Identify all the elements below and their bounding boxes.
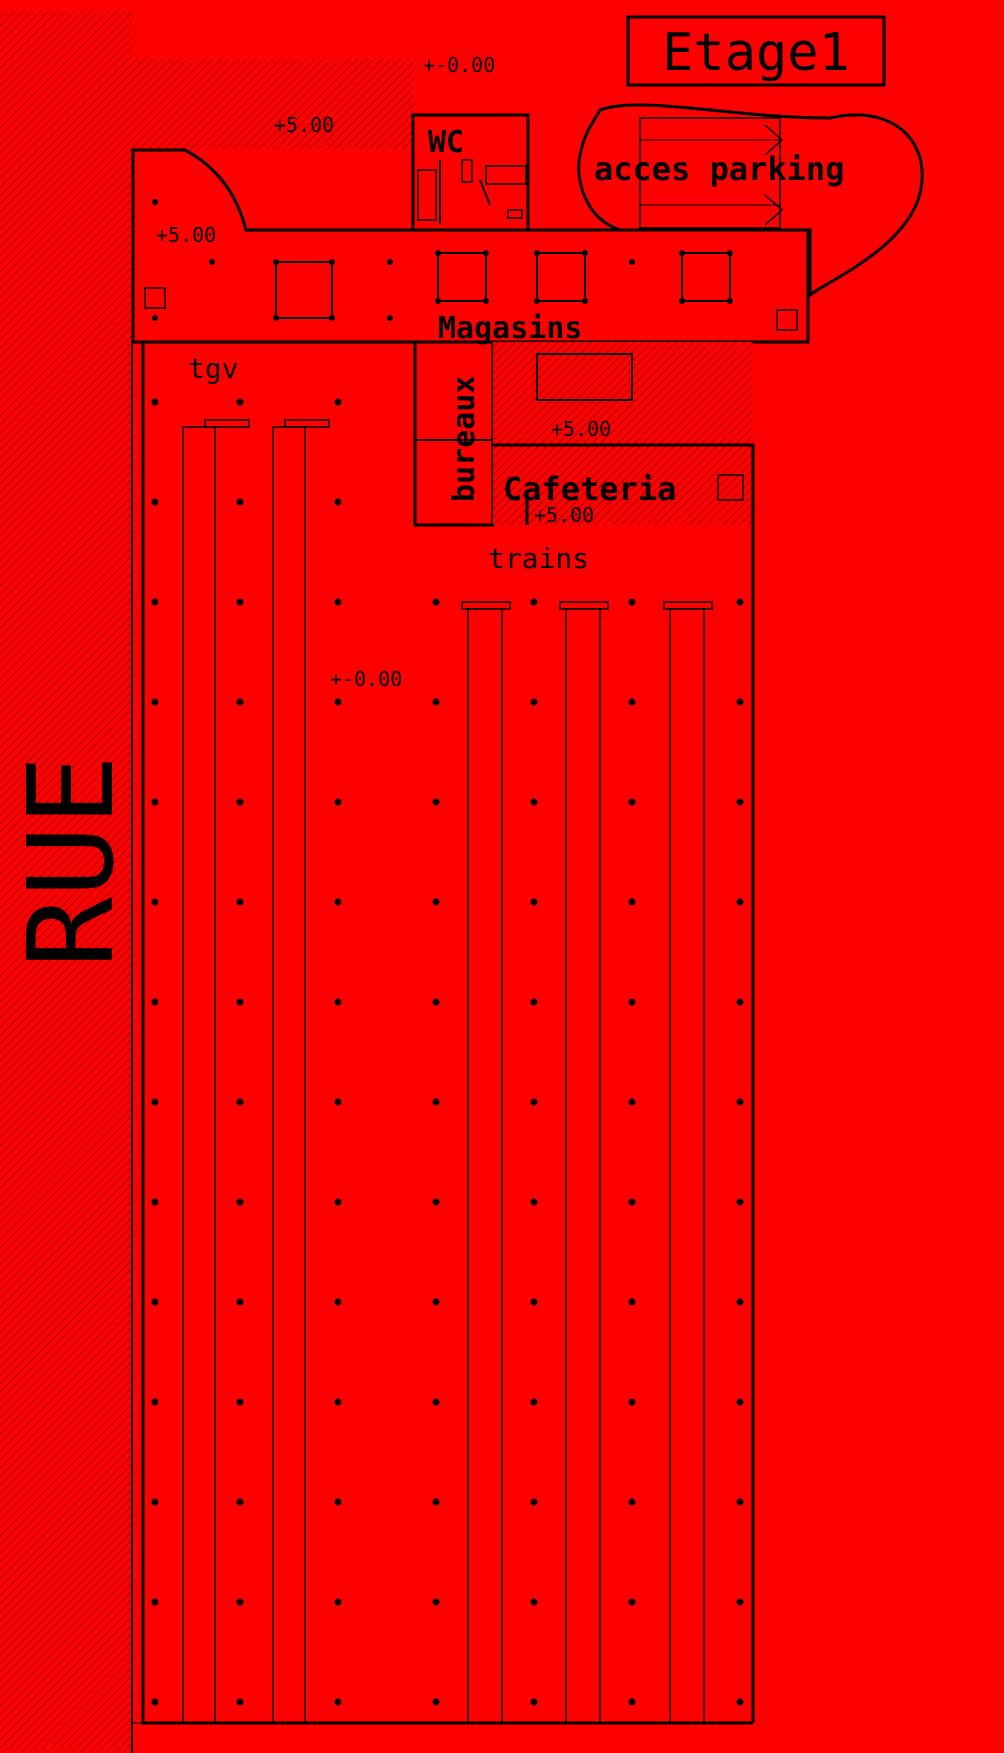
column-grid (151, 398, 744, 1706)
parking-access-ramp (577, 103, 924, 298)
mezzanine (493, 342, 753, 445)
cafeteria-label: Cafeteria (503, 470, 676, 508)
wc-block (411, 113, 530, 232)
street-label: RUE (2, 755, 140, 968)
title-box (626, 15, 886, 87)
shops-label: Magasins (438, 311, 583, 346)
street-strip (0, 10, 132, 1753)
level-label-upper-block: +5.00 (274, 113, 334, 137)
level-label-left-block: +5.00 (156, 223, 216, 247)
parking-access-label: acces parking (594, 150, 844, 188)
platform-hall (141, 342, 753, 1725)
level-label-mezzanine: +5.00 (551, 417, 611, 441)
trains-label: trains (488, 542, 589, 575)
offices-label: bureaux (447, 376, 482, 502)
level-label-top-right: +-0.00 (423, 53, 495, 77)
upper-terrace (132, 58, 414, 150)
level-label-cafeteria: +5.00 (534, 503, 594, 527)
train-platforms (461, 601, 713, 1724)
cafeteria-block (493, 445, 753, 525)
level-label-platform-hall: +-0.00 (330, 667, 402, 691)
plan-title: Etage1 (662, 23, 850, 83)
tgv-platforms (182, 419, 330, 1724)
shop-columns (275, 252, 731, 319)
stair-grille (536, 353, 633, 401)
wc-label: WC (428, 125, 464, 160)
tgv-label: tgv (188, 352, 239, 385)
